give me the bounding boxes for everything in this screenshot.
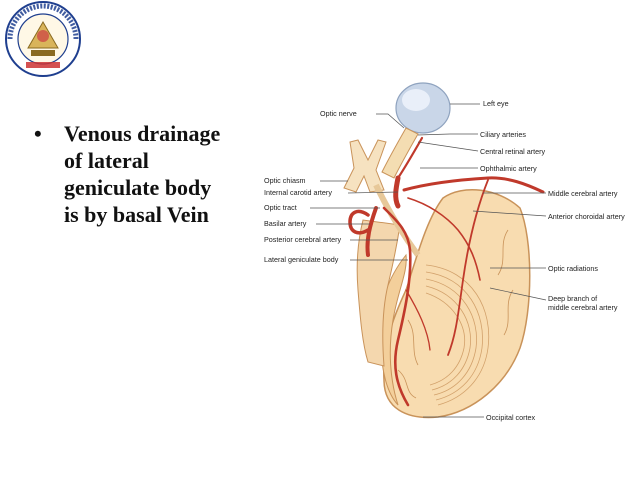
label-lateral-geniculate-body: Lateral geniculate body: [264, 255, 339, 264]
label-deep-branch-line1: Deep branch of: [548, 294, 597, 303]
optic-radiations: [425, 264, 490, 406]
ophthalmic-artery: [396, 136, 424, 180]
label-left-eye: Left eye: [483, 99, 509, 108]
label-anterior-choroidal-artery: Anterior choroidal artery: [548, 212, 625, 221]
pca-branch: [405, 289, 431, 351]
label-ophthalmic-artery: Ophthalmic artery: [480, 164, 537, 173]
label-internal-carotid-artery: Internal carotid artery: [264, 188, 332, 197]
figure-labels: Optic nerve Left eye Ciliary arteries Ce…: [264, 99, 625, 422]
posterior-cerebral-artery: [382, 206, 412, 407]
optic-nerve: [381, 127, 419, 179]
label-middle-cerebral-artery: Middle cerebral artery: [548, 189, 618, 198]
bullet-dot: •: [34, 121, 42, 146]
basilar-artery: [365, 206, 378, 257]
arteries: [348, 136, 545, 407]
label-optic-chiasm: Optic chiasm: [264, 176, 306, 185]
label-basilar-artery: Basilar artery: [264, 219, 307, 228]
label-central-retinal-artery: Central retinal artery: [480, 147, 546, 156]
optic-chiasm: [343, 139, 387, 193]
bullet-line-1: Venous drainage: [64, 121, 221, 146]
label-deep-branch-line2: middle cerebral artery: [548, 303, 618, 312]
bullet-line-4: is by basal Vein: [64, 202, 209, 227]
label-ciliary-arteries: Ciliary arteries: [480, 130, 526, 139]
label-optic-tract: Optic tract: [264, 203, 297, 212]
middle-cerebral-artery: [402, 176, 545, 194]
bullet-line-3: geniculate body: [64, 175, 212, 200]
label-occipital-cortex: Occipital cortex: [486, 413, 536, 422]
deep-branch-mca: [447, 179, 489, 356]
label-optic-radiations: Optic radiations: [548, 264, 598, 273]
leader-lines: [310, 103, 547, 418]
visual-pathway-blood-supply-diagram: Optic nerve Left eye Ciliary arteries Ce…: [264, 82, 625, 422]
gyri-lines: [397, 229, 514, 399]
left-eye-highlight: [402, 89, 430, 111]
label-optic-nerve: Optic nerve: [320, 109, 357, 118]
internal-carotid-artery: [393, 175, 401, 209]
pca-left-loop: [348, 209, 370, 235]
bullet-text-block: • Venous drainage of lateral geniculate …: [34, 120, 264, 228]
label-posterior-cerebral-artery: Posterior cerebral artery: [264, 235, 341, 244]
anterior-choroidal-artery: [407, 197, 481, 281]
bullet-line-2: of lateral: [64, 148, 149, 173]
institute-seal-logo: [5, 1, 81, 77]
